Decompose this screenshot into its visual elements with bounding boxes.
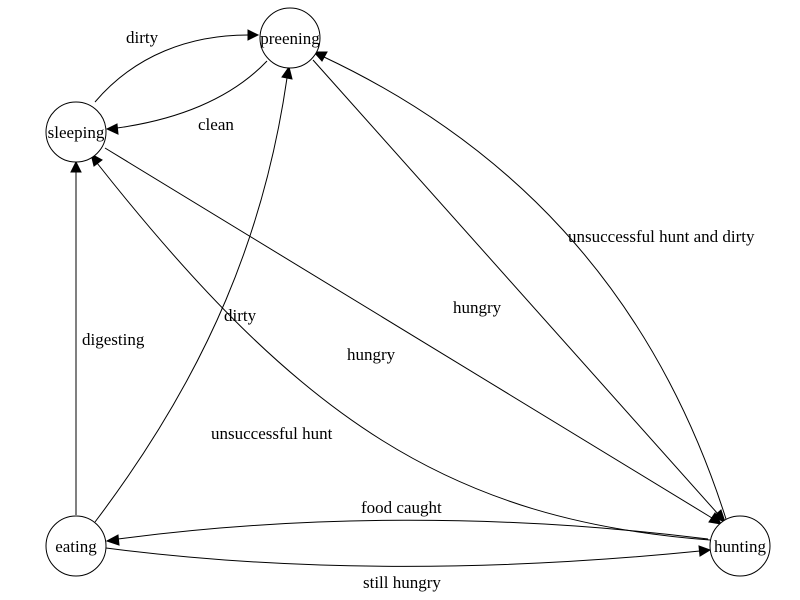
- edge-hunting-to-eating: food caught: [105, 498, 709, 546]
- node-eating: eating: [45, 515, 107, 577]
- edge-label-hungry-2: hungry: [453, 298, 502, 317]
- edge-label-unsuccessful-hunt-and-dirty: unsuccessful hunt and dirty: [568, 227, 755, 246]
- node-hunting: hunting: [709, 515, 771, 577]
- edge-line: [96, 162, 711, 541]
- edge-label-food-caught: food caught: [361, 498, 442, 517]
- arrowhead-icon: [105, 123, 119, 135]
- node-label-eating: eating: [55, 537, 97, 556]
- edge-sleeping-to-preening: dirty: [94, 28, 260, 103]
- node-label-preening: preening: [260, 29, 320, 48]
- edge-label-dirty-2: dirty: [224, 306, 257, 325]
- arrowhead-icon: [698, 545, 712, 557]
- edge-line: [104, 147, 713, 519]
- edge-preening-to-sleeping: clean: [105, 60, 268, 135]
- edge-label-unsuccessful-hunt: unsuccessful hunt: [211, 424, 333, 443]
- node-circle: [45, 515, 107, 577]
- edge-eating-to-hunting: still hungry: [105, 545, 712, 592]
- edge-line: [117, 519, 709, 540]
- edge-line: [94, 77, 288, 523]
- arrowhead-icon: [247, 29, 260, 41]
- edge-line: [116, 60, 268, 129]
- node-preening: preening: [259, 7, 321, 69]
- arrowhead-icon: [90, 153, 103, 167]
- node-label-hunting: hunting: [714, 537, 766, 556]
- edge-label-digesting: digesting: [82, 330, 145, 349]
- arrowhead-icon: [105, 534, 120, 546]
- edge-line: [94, 34, 249, 103]
- edge-line: [105, 547, 701, 567]
- node-circle: [709, 515, 771, 577]
- edge-label-clean: clean: [198, 115, 234, 134]
- edge-hunting-to-preening: unsuccessful hunt and dirty: [312, 51, 755, 520]
- arrowhead-icon: [70, 160, 82, 173]
- edge-line: [323, 56, 727, 520]
- node-circle: [45, 101, 107, 163]
- edge-sleeping-to-hunting: hungry: [104, 147, 722, 525]
- edge-eating-to-sleeping: digesting: [70, 160, 145, 515]
- edge-label-dirty: dirty: [126, 28, 159, 47]
- edge-hunting-to-sleeping: unsuccessful hunt: [90, 153, 711, 541]
- edge-label-still-hungry: still hungry: [363, 573, 441, 592]
- node-circle: [259, 7, 321, 69]
- edge-label-hungry-1: hungry: [347, 345, 396, 364]
- edge-eating-to-preening: dirty: [94, 65, 293, 523]
- arrowhead-icon: [712, 509, 726, 523]
- edge-line: [312, 59, 719, 515]
- arrowhead-icon: [281, 65, 293, 80]
- edge-preening-to-hunting: hungry: [312, 59, 726, 523]
- node-sleeping: sleeping: [45, 101, 107, 163]
- node-label-sleeping: sleeping: [48, 123, 105, 142]
- arrowhead-icon: [312, 51, 328, 62]
